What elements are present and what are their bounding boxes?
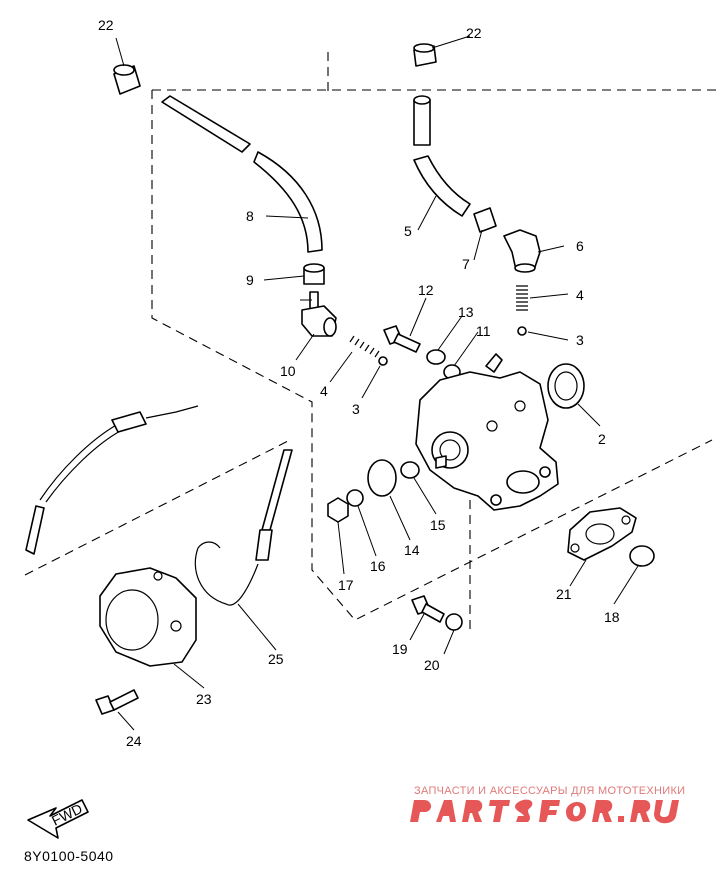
washer-15 [400,461,420,479]
callout-4-right: 4 [576,287,584,303]
callout-3-right: 3 [576,332,584,348]
washer-20 [445,613,463,631]
hose-5 [413,95,471,217]
washer-14 [367,459,397,497]
callout-19: 19 [392,641,408,657]
callout-2: 2 [598,431,606,447]
callout-16: 16 [370,558,386,574]
washer-13 [426,349,446,365]
callout-21: 21 [556,586,572,602]
clamp-7 [473,207,497,233]
callout-4-left: 4 [320,383,328,399]
callout-12: 12 [418,282,434,298]
washer-16 [346,489,364,507]
cable-25 [194,449,293,606]
callout-22-right: 22 [466,25,482,41]
callout-3-left: 3 [352,401,360,417]
hose-8 [161,95,323,253]
callout-9: 9 [246,272,254,288]
callout-18: 18 [604,609,620,625]
callout-8: 8 [246,208,254,224]
screw-12 [383,325,421,353]
elbow-6 [503,229,541,273]
callout-24: 24 [126,733,142,749]
ball-3-left [378,356,388,366]
ball-3-right [517,326,527,336]
callout-25: 25 [268,651,284,667]
forward-label: FWD [49,800,85,828]
callout-labels: 22 22 8 5 9 7 6 12 13 11 4 3 10 4 3 2 15… [98,17,620,749]
washer-18 [629,545,655,567]
bolt-19 [411,595,445,623]
callout-14: 14 [404,542,420,558]
callout-15: 15 [430,517,446,533]
nut-17 [327,497,349,523]
watermark-tagline: ЗАПЧАСТИ И АКСЕССУАРЫ ДЛЯ МОТОТЕХНИКИ [414,785,686,797]
diagram-code: 8Y0100-5040 [24,848,114,864]
cable-top [25,405,199,555]
watermark-logo [410,799,679,824]
fitting-10 [301,291,337,337]
callout-23: 23 [196,691,212,707]
spring-4-right [516,285,528,311]
callout-11: 11 [476,323,491,339]
bolt-24 [95,689,139,715]
callout-6: 6 [576,238,584,254]
callout-10: 10 [280,363,296,379]
callout-13: 13 [458,304,474,320]
cap-22-right [413,43,437,67]
oil-pump-body [415,353,559,511]
gasket-21 [567,507,637,561]
callout-7: 7 [462,256,470,272]
callout-5: 5 [404,223,412,239]
leader-lines [115,35,639,731]
callout-20: 20 [424,657,440,673]
spring-4-left [349,335,380,358]
assembly-boundary [24,89,721,621]
cover-23 [99,567,197,667]
clamp-9 [303,263,325,285]
callout-22-left: 22 [98,17,114,33]
callout-17: 17 [338,577,354,593]
oil-seal-2 [547,363,585,409]
cap-22-left [113,64,141,95]
forward-arrow-icon: FWD [27,799,89,839]
